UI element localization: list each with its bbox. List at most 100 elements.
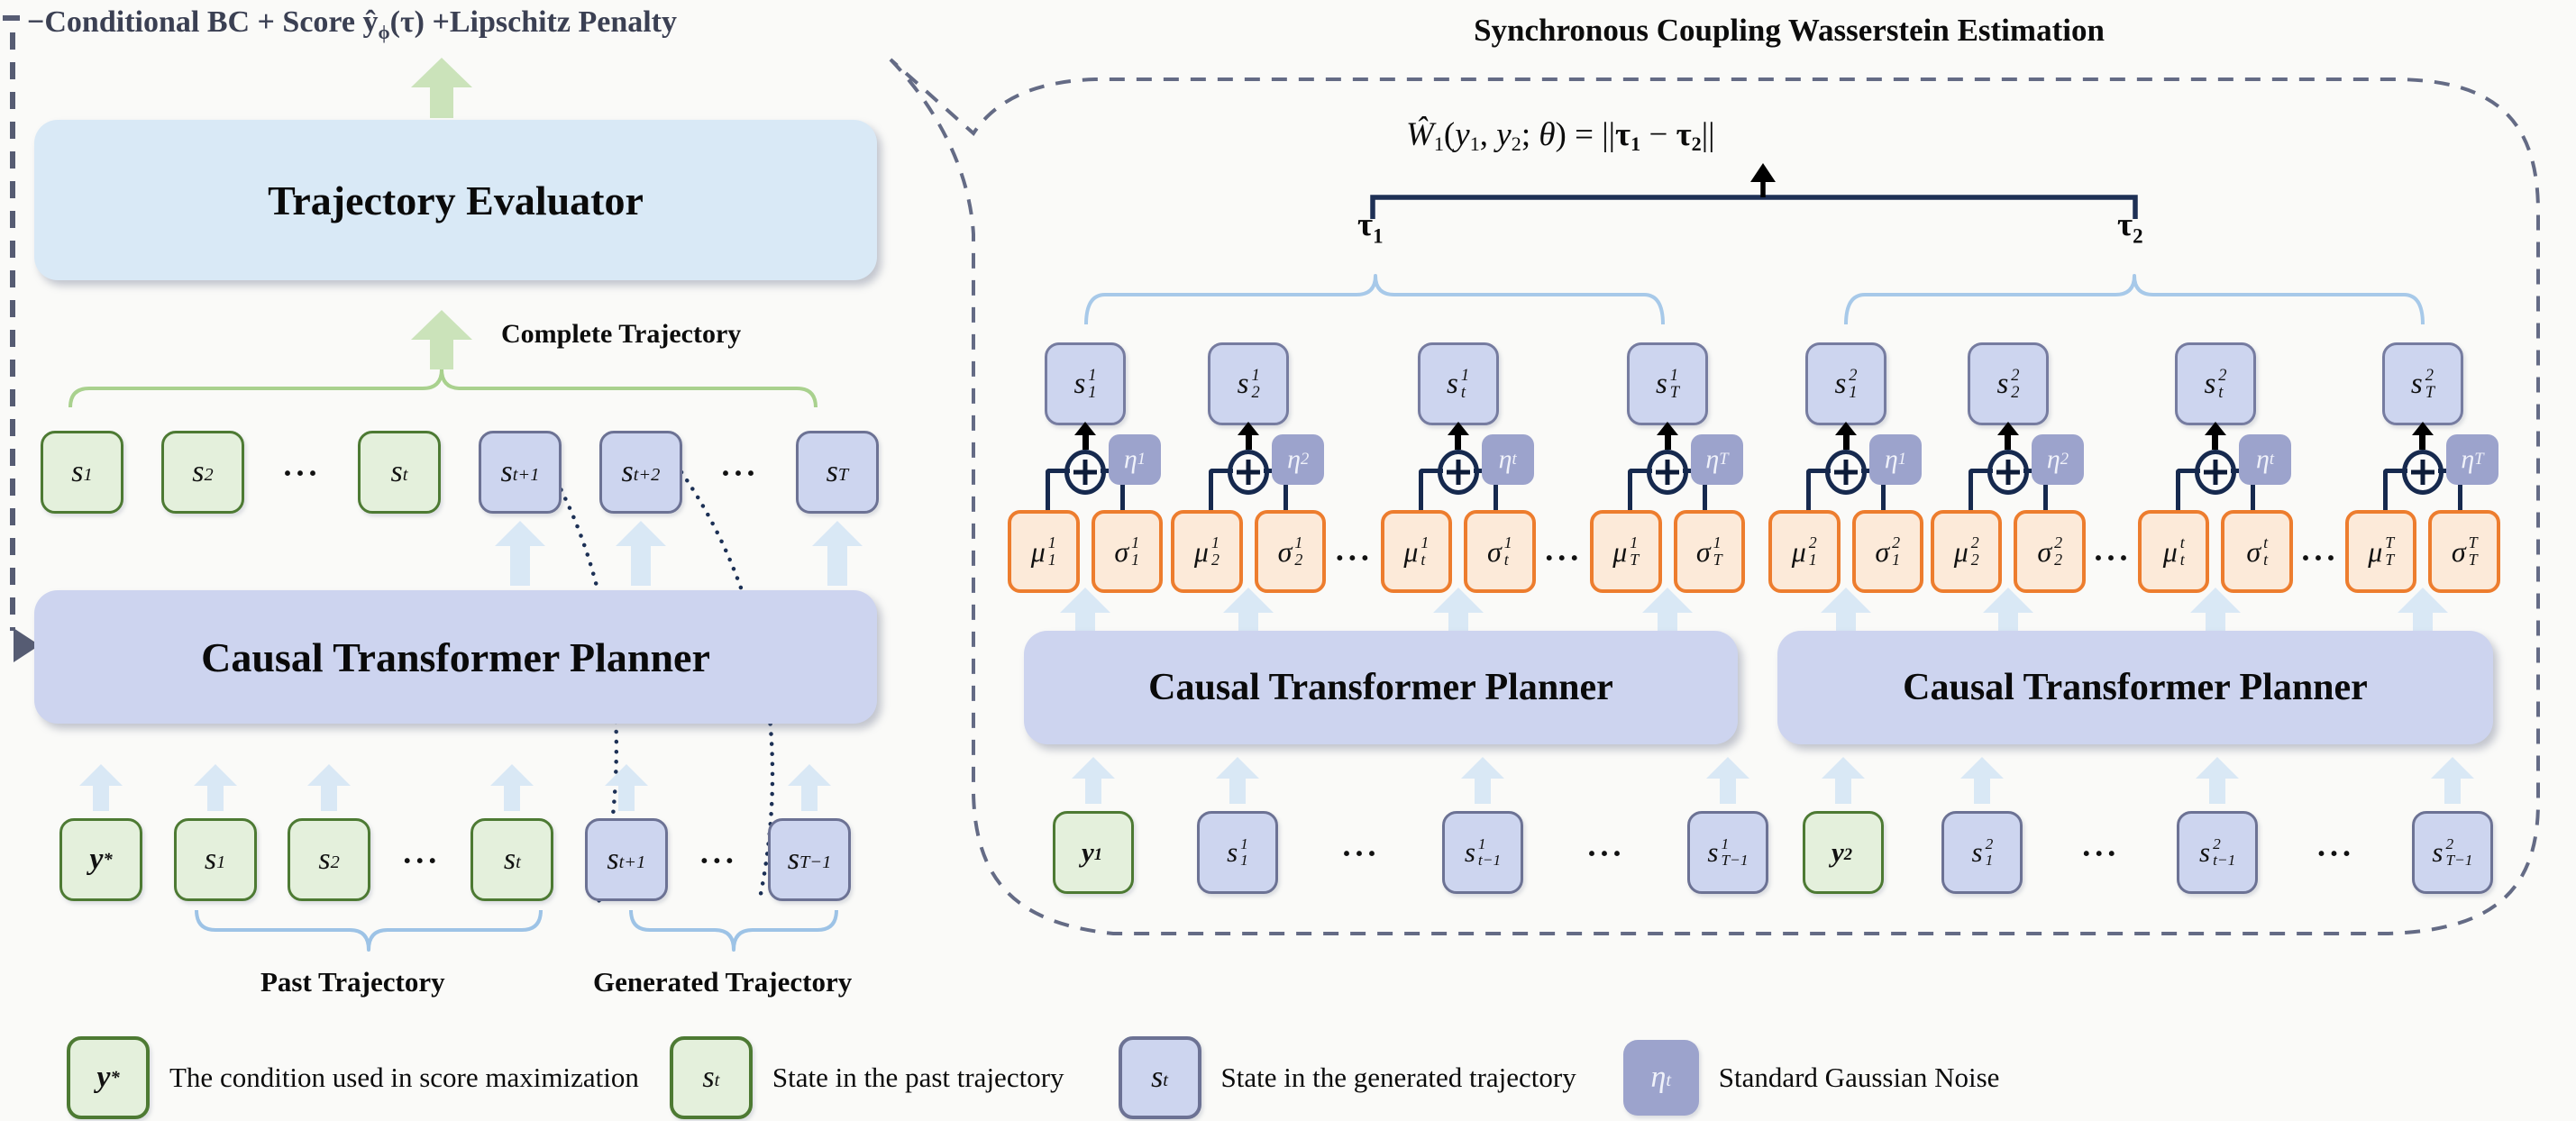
- planner-input-arrow: [1072, 757, 1115, 804]
- planner-output-arrow: [1821, 588, 1871, 631]
- sum-output-arrow: [1657, 422, 1678, 450]
- wasserstein-formula: Ŵ1(y1, y2; θ) = ||τ1 − τ2||: [1406, 116, 1715, 156]
- trajectory-evaluator-box: Trajectory Evaluator: [34, 120, 877, 280]
- planner-label: Causal Transformer Planner: [1148, 667, 1613, 708]
- legend: y* The condition used in score maximizat…: [0, 1036, 2576, 1119]
- loss-title-tail: (τ) +Lipschitz Penalty: [389, 5, 678, 39]
- legend-text: Standard Gaussian Noise: [1718, 1062, 2000, 1093]
- planner-input-arrow: [604, 764, 648, 811]
- planner-input-arrow: [2196, 757, 2240, 804]
- mu-connector: [1628, 469, 1652, 515]
- planner-input-arrow: [1705, 757, 1749, 804]
- ellipsis: ···: [2080, 835, 2119, 871]
- loss-title-yhat: ŷ: [362, 5, 379, 39]
- generated-trajectory-label: Generated Trajectory: [593, 966, 853, 998]
- ellipsis: ···: [401, 843, 440, 879]
- mu-connector: [1806, 469, 1831, 515]
- wasserstein-bracket: [1370, 195, 2138, 219]
- mu-connector: [1209, 469, 1234, 515]
- mu-connector: [2382, 469, 2407, 515]
- ellipsis: ···: [2299, 540, 2338, 576]
- mu-connector: [1418, 469, 1443, 515]
- tau1-label: τ1: [1357, 206, 1384, 248]
- legend-item: y* The condition used in score maximizat…: [67, 1036, 639, 1119]
- planner-input-arrow: [2430, 757, 2474, 804]
- ellipsis: ···: [1585, 835, 1624, 871]
- loss-title-phi: ϕ: [378, 21, 390, 43]
- tau2-brace: [1844, 274, 2425, 325]
- legend-text: State in the past trajectory: [772, 1062, 1064, 1093]
- ellipsis: ···: [2316, 835, 2354, 871]
- score-up-arrow: [411, 58, 472, 118]
- past-trajectory-label: Past Trajectory: [260, 966, 445, 998]
- sum-output-arrow: [1835, 422, 1857, 450]
- planner-output-arrow: [811, 521, 863, 586]
- generated-trajectory-brace: [629, 909, 838, 952]
- planner-input-arrow: [1460, 757, 1504, 804]
- input-state-box: y*: [59, 818, 142, 901]
- mu-connector: [1046, 469, 1070, 515]
- tau1-brace: [1084, 274, 1665, 325]
- causal-transformer-planner-box: Causal Transformer Planner: [34, 590, 877, 724]
- legend-text: The condition used in score maximization: [169, 1062, 639, 1093]
- sum-output-arrow: [1238, 422, 1260, 450]
- planner-output-arrow: [1982, 588, 2033, 631]
- loss-title: −Conditional BC + Score ŷϕ(τ) +Lipschitz…: [27, 5, 677, 44]
- plus-circle-icon: [1437, 450, 1479, 495]
- planner-output-arrow: [1223, 588, 1274, 631]
- sum-output-arrow: [2411, 422, 2434, 450]
- planner-input-arrow: [307, 764, 352, 811]
- ellipsis: ···: [2092, 540, 2131, 576]
